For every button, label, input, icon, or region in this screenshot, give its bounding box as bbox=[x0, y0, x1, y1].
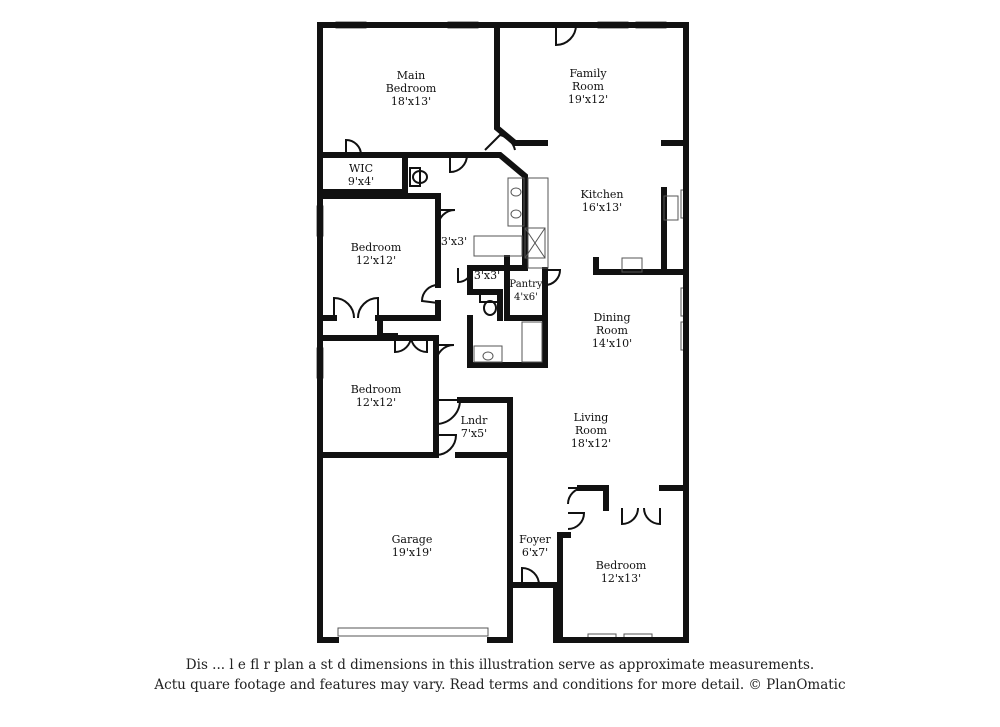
room-family-room: Family Room 19'x12' bbox=[567, 67, 609, 106]
door-swing bbox=[345, 138, 362, 156]
vanity bbox=[507, 177, 525, 227]
door-swing bbox=[437, 209, 456, 228]
door-swing bbox=[643, 507, 661, 526]
room-main-bedroom: Main Bedroom 18'x13' bbox=[385, 69, 437, 108]
disclaimer-line-1: Dis ... l e fl r plan a st d dimensions … bbox=[185, 657, 815, 673]
kitchen-sink bbox=[663, 195, 679, 221]
toilet bbox=[409, 167, 421, 187]
room-dining-room: Dining Room 14'x10' bbox=[591, 311, 633, 350]
room-kitchen: Kitchen 16'x13' bbox=[580, 188, 624, 214]
interior-walls bbox=[317, 22, 689, 643]
room-living-room: Living Room 18'x12' bbox=[570, 411, 612, 450]
disclaimer-line-2: Actu quare footage and features may vary… bbox=[154, 677, 846, 693]
vanity bbox=[473, 345, 503, 363]
toilet-bowl bbox=[483, 300, 497, 316]
stove bbox=[621, 257, 643, 273]
sink bbox=[510, 209, 522, 219]
kitchen-counter bbox=[527, 177, 549, 269]
room-foyer: Foyer 6'x7' bbox=[519, 533, 551, 559]
room-garage: Garage 19'x19' bbox=[391, 533, 433, 559]
room-closet-a: 3'x3' bbox=[440, 235, 468, 248]
toilet-bowl bbox=[412, 170, 428, 184]
room-laundry: Lndr 7'x5' bbox=[460, 414, 488, 440]
door-swing bbox=[484, 133, 516, 151]
room-pantry: Pantry 4'x6' bbox=[509, 279, 543, 303]
door-swing bbox=[357, 296, 379, 319]
room-bedroom-3: Bedroom 12'x13' bbox=[595, 559, 647, 585]
room-closet-b: 3'x3' bbox=[473, 269, 501, 282]
garage-door-panel bbox=[337, 627, 489, 637]
door-swing bbox=[621, 507, 639, 526]
door-swing bbox=[567, 487, 585, 505]
fixtures bbox=[409, 167, 679, 363]
door-swing bbox=[333, 296, 355, 319]
exterior-walls bbox=[317, 22, 689, 643]
door-swing bbox=[544, 269, 562, 286]
door-swing bbox=[410, 335, 428, 354]
room-bedroom-1: Bedroom 12'x12' bbox=[350, 241, 402, 267]
room-bedroom-2: Bedroom 12'x12' bbox=[350, 383, 402, 409]
door-swing bbox=[449, 154, 468, 174]
door-swing bbox=[567, 512, 586, 530]
door-swing bbox=[521, 566, 540, 586]
door-swing bbox=[420, 284, 439, 304]
bathtub bbox=[473, 235, 523, 257]
sink bbox=[482, 351, 494, 361]
room-wic: WIC 9'x4' bbox=[347, 162, 375, 188]
door-swing bbox=[435, 399, 462, 425]
bathtub bbox=[521, 321, 543, 363]
sink bbox=[510, 187, 522, 197]
door-swing bbox=[457, 267, 473, 284]
door-swing bbox=[555, 24, 577, 47]
door-swing bbox=[435, 434, 458, 456]
shower bbox=[524, 227, 546, 259]
doors bbox=[333, 24, 661, 637]
door-swing bbox=[435, 344, 455, 364]
